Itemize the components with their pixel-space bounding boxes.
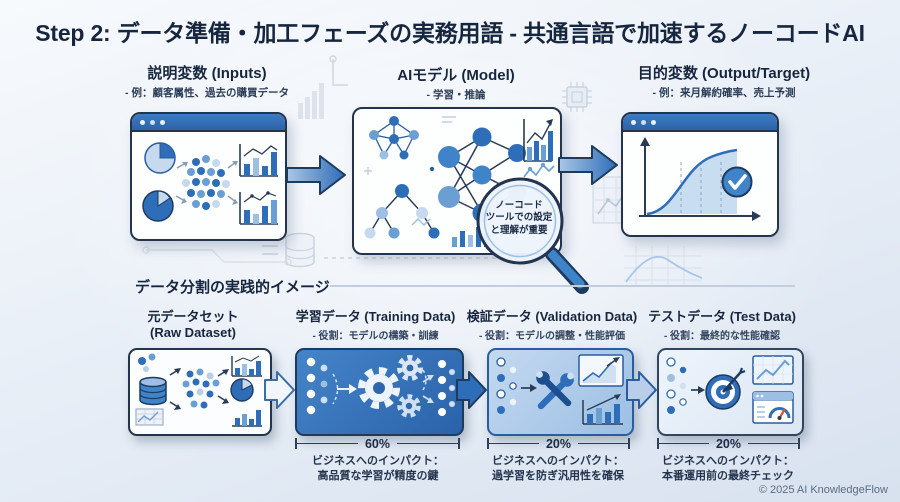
gear-small2-icon [397,394,421,418]
test-content-icon [666,355,794,424]
inputs-title: 説明変数 (Inputs) [147,65,267,82]
database-icon [139,376,167,406]
small-neural-network-icon [369,116,419,160]
gear-small-icon [397,355,423,381]
training-content-icon [306,355,455,418]
sigmoid-chart-icon [639,137,761,221]
decision-tree-icon [364,184,440,239]
zigzag-line-icon [523,162,555,178]
curve-decoration-icon [624,246,703,286]
magnifier-note: ノーコード ツールでの設定 と理解が重要 [485,200,553,236]
validation-box [487,348,634,436]
line-chart-icon [752,355,794,385]
bar-chart-icon [582,394,623,425]
window-titlebar [132,114,285,132]
test-header: テストデータ (Test Data) - 役割：最終的な性能確認 [648,309,796,343]
inputs-header: 説明変数 (Inputs) - 例：顧客属性、過去の購買データ [112,62,302,100]
bar-chart-small-icon [232,410,262,427]
window-titlebar [623,114,777,132]
pipeline-arrow-2-icon [456,371,487,409]
tools-icon [536,371,574,410]
chip-decoration-icon [562,82,592,112]
validation-impact: ビジネスへのインパクト： 過学習を防ぎ汎用性を確保 [492,455,624,483]
training-impact: ビジネスへのインパクト： 高品質な学習が精度の鍵 [312,455,444,483]
spreadsheet-icon [135,408,164,426]
pipeline-arrow-3-icon [626,371,657,409]
scatter-dots [182,155,230,210]
model-header: AIモデル (Model) - 学習・推論 [358,64,554,102]
scatter-dots [182,368,220,409]
validation-share: 20% [487,436,630,451]
validation-share-label: 20% [545,436,572,451]
inputs-subtitle: - 例：顧客属性、過去の購買データ [125,87,289,99]
gauge-icon [752,391,794,424]
flow-arrow-2-icon [558,145,618,185]
copyright: © 2025 AI KnowledgeFlow [758,484,888,496]
test-impact: ビジネスへのインパクト： 本番運用前の最終チェック [662,455,794,483]
line-chart-icon [578,354,624,387]
bar-chart-icon [231,355,262,377]
growth-chart-icon [523,119,553,162]
divider-line [330,285,795,287]
raw-dataset-content-icon [135,353,262,427]
training-header: 学習データ (Training Data) - 役割：モデルの構築・訓練 [295,309,456,343]
page-title: Step 2: データ準備・加工フェーズの実務用語 - 共通言語で加速するノーコ… [35,20,865,46]
output-subtitle: - 例：来月解約確率、売上予測 [652,87,796,99]
output-panel [621,112,779,237]
split-section-title: データ分割の実践的イメージ [135,279,330,296]
circuit-decoration2-icon [142,246,292,266]
test-box [657,348,804,436]
validation-header: 検証データ (Validation Data) - 役割：モデルの調整・性能評価 [466,309,638,343]
gear-large-icon [358,367,400,409]
raw-dataset-box [128,348,272,436]
inputs-panel [130,112,287,241]
raw-dataset-header: 元データセット (Raw Dataset) [147,309,239,341]
model-title: AIモデル (Model) [397,67,515,84]
output-title: 目的変数 (Output/Target) [637,65,811,82]
magnifier-icon: ノーコード ツールでの設定 と理解が重要 [468,174,594,300]
training-box [295,348,464,436]
pie-chart-icon [230,378,254,402]
check-icon [721,166,753,198]
training-share: 60% [295,436,460,451]
pipeline-arrow-1-icon [264,371,295,409]
flow-arrow-1-icon [286,155,346,195]
target-icon [705,367,746,410]
model-subtitle: - 学習・推論 [426,89,486,101]
validation-content-icon [496,354,624,425]
test-share: 20% [657,436,800,451]
training-share-label: 60% [364,436,391,451]
inputs-content-icon [142,142,278,225]
test-share-label: 20% [715,436,742,451]
output-header: 目的変数 (Output/Target) - 例：来月解約確率、売上予測 [618,62,830,100]
